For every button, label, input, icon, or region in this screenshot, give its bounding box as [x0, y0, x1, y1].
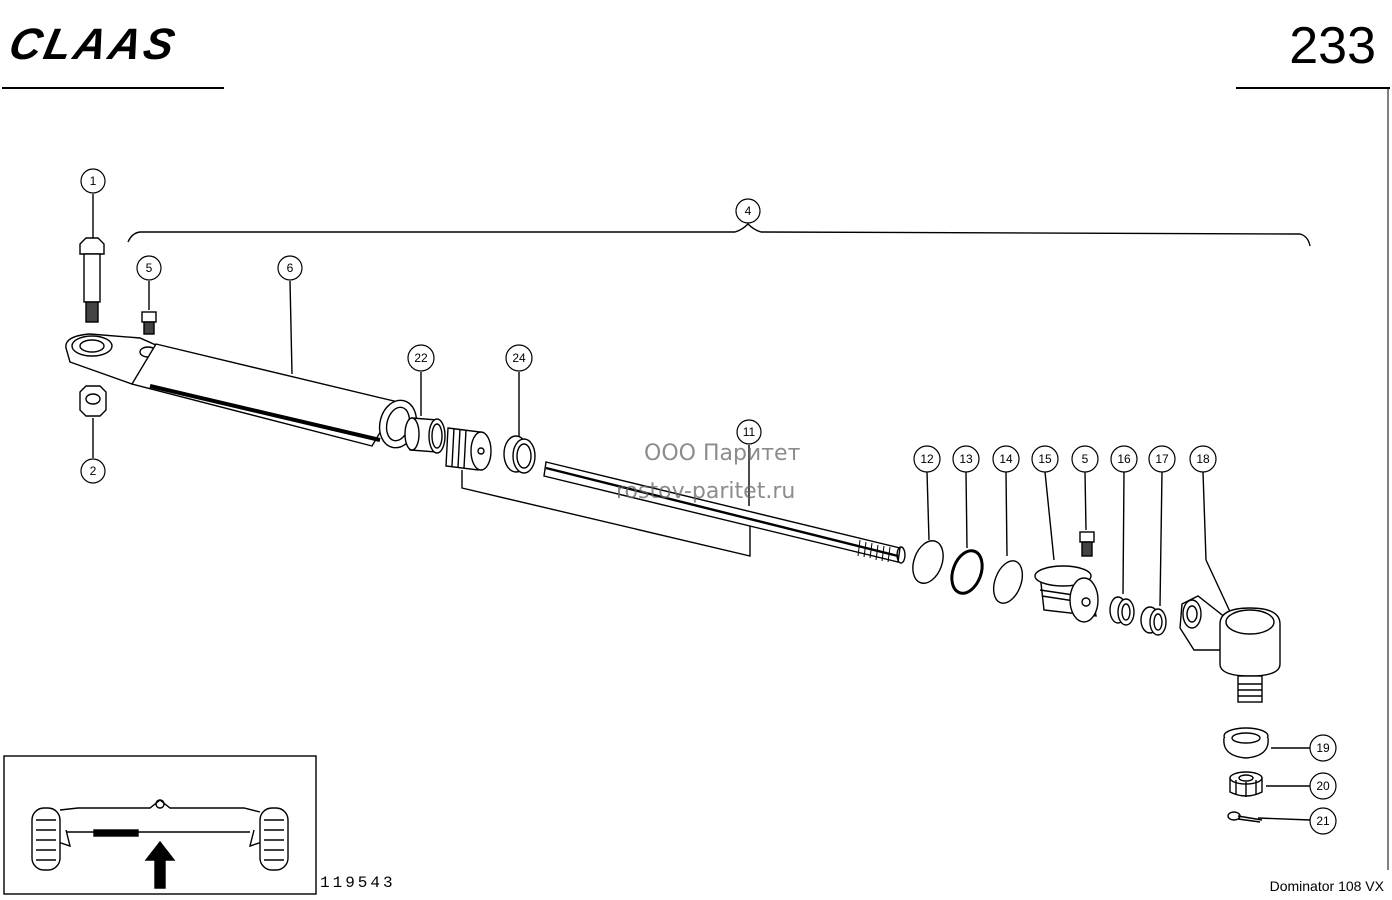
leader-21 — [1257, 817, 1311, 821]
callout-19: 19 — [1309, 734, 1337, 762]
svg-text:15: 15 — [1038, 452, 1052, 466]
callout-2: 2 — [80, 458, 106, 484]
grease-nipple-left — [141, 311, 157, 335]
leader-18b — [1205, 559, 1233, 617]
leader-13 — [965, 471, 968, 549]
leader-15 — [1044, 471, 1055, 561]
callout-13: 13 — [952, 445, 980, 473]
svg-text:20: 20 — [1316, 779, 1330, 793]
leader-5b — [1084, 471, 1087, 531]
cylinder-gland — [1034, 565, 1099, 623]
drawing-number: 119543 — [320, 874, 396, 892]
svg-text:1: 1 — [90, 174, 97, 188]
svg-text:5: 5 — [146, 261, 153, 275]
dust-boot — [1223, 727, 1269, 759]
svg-text:12: 12 — [920, 452, 934, 466]
nut-17 — [1140, 606, 1167, 636]
wiper-16 — [1109, 596, 1135, 626]
cotter-pin — [1227, 811, 1263, 823]
brand-logo: CLAAS — [4, 20, 182, 69]
svg-text:5: 5 — [1082, 452, 1089, 466]
callout-11: 11 — [736, 419, 762, 445]
svg-text:14: 14 — [999, 452, 1013, 466]
callout-1: 1 — [80, 168, 106, 194]
svg-text:2: 2 — [90, 464, 97, 478]
callout-5-left: 5 — [136, 255, 162, 281]
location-inset — [3, 755, 317, 895]
svg-text:17: 17 — [1155, 452, 1169, 466]
o-ring-12 — [912, 540, 944, 584]
svg-text:4: 4 — [745, 204, 752, 218]
svg-text:24: 24 — [512, 351, 526, 365]
seal-ring-13 — [950, 549, 984, 595]
callout-24: 24 — [505, 344, 533, 372]
castle-nut — [1229, 771, 1263, 797]
nut-part — [79, 385, 107, 417]
bolt-part — [79, 237, 105, 323]
callout-5-right: 5 — [1071, 445, 1099, 473]
leader-piston-group — [461, 470, 751, 557]
callout-17: 17 — [1148, 445, 1176, 473]
callout-15: 15 — [1031, 445, 1059, 473]
svg-text:22: 22 — [414, 351, 428, 365]
cylinder-tube — [130, 343, 418, 449]
tie-rod-end — [1179, 595, 1281, 703]
snap-ring-14 — [992, 560, 1024, 604]
piston-rod — [543, 461, 906, 564]
page-number: 233 — [1289, 17, 1376, 75]
callout-16: 16 — [1110, 445, 1138, 473]
svg-text:11: 11 — [743, 425, 756, 439]
svg-text:6: 6 — [287, 261, 294, 275]
guide-bushing — [404, 417, 446, 454]
leader-14 — [1005, 471, 1008, 557]
piston-ring — [503, 435, 536, 474]
callout-22: 22 — [407, 344, 435, 372]
callout-12: 12 — [913, 445, 941, 473]
leader-16 — [1122, 471, 1125, 595]
svg-text:19: 19 — [1316, 741, 1330, 755]
callout-20: 20 — [1309, 772, 1337, 800]
piston — [445, 427, 492, 471]
watermark-url: rostov-paritet.ru — [616, 479, 796, 504]
leader-17 — [1159, 471, 1163, 607]
leader-18a — [1202, 471, 1207, 561]
callout-21: 21 — [1309, 807, 1337, 835]
leader-6 — [289, 280, 293, 375]
svg-text:21: 21 — [1316, 814, 1330, 828]
assembly-bracket — [127, 223, 1311, 247]
svg-text:13: 13 — [959, 452, 973, 466]
callout-14: 14 — [992, 445, 1020, 473]
watermark-company: ООО Паритет — [644, 441, 801, 466]
callout-6: 6 — [277, 255, 303, 281]
svg-text:16: 16 — [1117, 452, 1131, 466]
model-label: Dominator 108 VX — [1269, 878, 1384, 894]
svg-text:18: 18 — [1196, 452, 1210, 466]
grease-nipple-right — [1079, 531, 1095, 557]
leader-12 — [926, 471, 930, 541]
callout-4: 4 — [735, 198, 761, 224]
callout-18: 18 — [1189, 445, 1217, 473]
